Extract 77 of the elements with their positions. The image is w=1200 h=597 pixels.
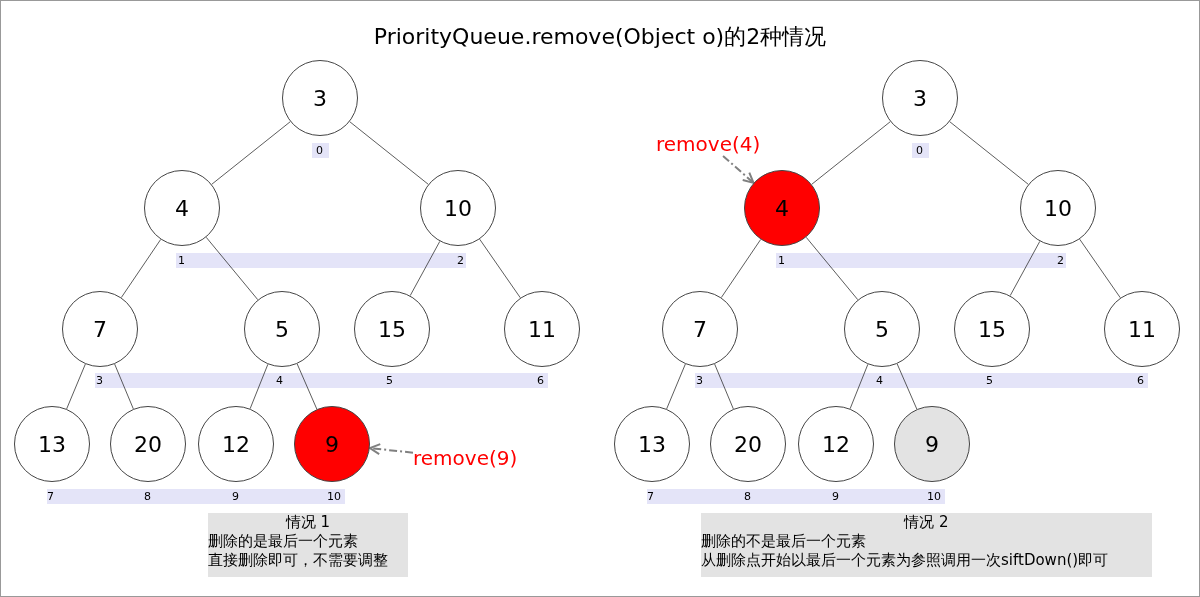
- tree-link: [1079, 238, 1121, 299]
- heap-node-circle: 13: [14, 406, 90, 482]
- array-index: 0: [916, 143, 923, 158]
- case-description: 直接删除即可，不需要调整: [208, 551, 389, 570]
- tree-link: [120, 239, 162, 298]
- array-index: 8: [744, 489, 751, 504]
- heap-node-circle: 11: [1104, 291, 1180, 367]
- array-index: 9: [832, 489, 839, 504]
- heap-node-circle: 7: [62, 291, 138, 367]
- heap-node-circle: 11: [504, 291, 580, 367]
- heap-node-circle: 10: [420, 170, 496, 246]
- array-index: 0: [316, 143, 323, 158]
- array-index: 8: [144, 489, 151, 504]
- heap-node-circle: 5: [844, 291, 920, 367]
- heap-node-circle: 3: [282, 60, 358, 136]
- tree-link: [666, 363, 686, 410]
- array-index: 4: [876, 373, 883, 388]
- array-index: 5: [986, 373, 993, 388]
- array-index: 3: [696, 373, 703, 388]
- heap-node-circle: 4: [744, 170, 820, 246]
- case-note-box: [208, 513, 408, 577]
- tree-link: [1009, 240, 1041, 297]
- array-index: 9: [232, 489, 239, 504]
- heap-node-circle: 15: [954, 291, 1030, 367]
- heap-node-circle: 20: [110, 406, 186, 482]
- case-note-box: [701, 513, 1152, 577]
- tree-link: [720, 239, 762, 298]
- heap-node-circle: 3: [882, 60, 958, 136]
- tree-link: [249, 363, 269, 410]
- tree-link: [949, 121, 1029, 185]
- heap-node-circle: 4: [144, 170, 220, 246]
- leader-arrow: [722, 155, 755, 184]
- tree-link: [205, 236, 259, 301]
- case-heading: 情况 2: [902, 513, 950, 532]
- tree-link: [849, 363, 869, 410]
- array-index: 7: [647, 489, 654, 504]
- array-index: 10: [927, 489, 941, 504]
- leader-arrow: [368, 443, 414, 456]
- case-description: 删除的是最后一个元素: [208, 532, 359, 551]
- annotation-text: remove(9): [413, 447, 521, 470]
- tree-link: [66, 363, 86, 410]
- case-heading: 情况 1: [284, 513, 332, 532]
- heap-node-circle: 15: [354, 291, 430, 367]
- array-index: 7: [47, 489, 54, 504]
- tree-link: [349, 121, 429, 185]
- array-index: 6: [1137, 373, 1144, 388]
- diagram-title: PriorityQueue.remove(Object o)的2种情况: [372, 23, 828, 51]
- tree-link: [211, 121, 291, 185]
- heap-node-circle: 20: [710, 406, 786, 482]
- array-index: 3: [96, 373, 103, 388]
- array-index: 6: [537, 373, 544, 388]
- case-description: 删除的不是最后一个元素: [701, 532, 867, 551]
- array-index: 4: [276, 373, 283, 388]
- tree-link: [479, 238, 521, 299]
- annotation-text: remove(4): [656, 133, 764, 156]
- heap-node-circle: 12: [798, 406, 874, 482]
- array-index: 1: [778, 253, 785, 268]
- heap-node-circle: 12: [198, 406, 274, 482]
- heap-node-circle: 9: [894, 406, 970, 482]
- tree-link: [896, 363, 918, 410]
- heap-node-circle: 9: [294, 406, 370, 482]
- tree-link: [114, 363, 134, 410]
- heap-node-circle: 5: [244, 291, 320, 367]
- array-index: 1: [178, 253, 185, 268]
- tree-link: [714, 363, 734, 410]
- heap-node-circle: 13: [614, 406, 690, 482]
- tree-link: [811, 121, 891, 185]
- tree-link: [805, 236, 859, 301]
- heap-node-circle: 7: [662, 291, 738, 367]
- tree-link: [296, 363, 318, 410]
- array-index: 2: [1057, 253, 1064, 268]
- array-index: 5: [386, 373, 393, 388]
- array-index: 2: [457, 253, 464, 268]
- array-index: 10: [327, 489, 341, 504]
- case-description: 从删除点开始以最后一个元素为参照调用一次siftDown()即可: [701, 551, 1110, 570]
- tree-link: [409, 240, 441, 297]
- heap-node-circle: 10: [1020, 170, 1096, 246]
